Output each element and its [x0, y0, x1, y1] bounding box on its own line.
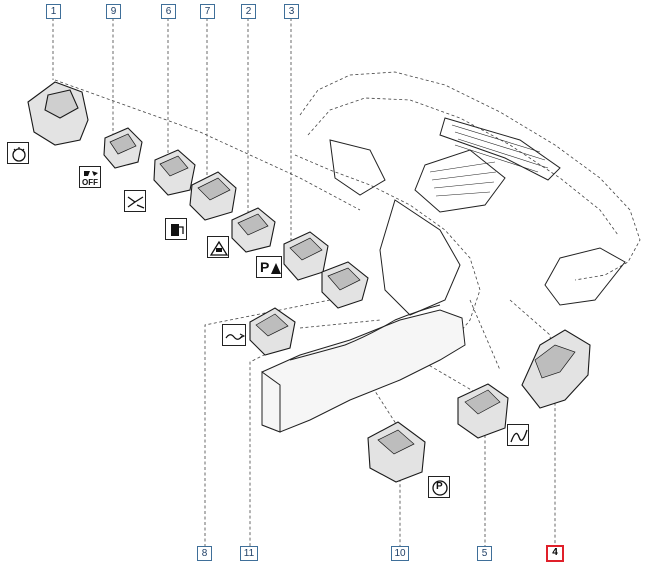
switch-7-face [197, 177, 231, 201]
park-assist-label: P [260, 259, 270, 275]
switch-9-face [109, 133, 137, 155]
center-console [261, 309, 466, 433]
center-vent-slats [429, 161, 497, 197]
callout-8[interactable]: 8 [197, 546, 212, 561]
connect-11 [299, 319, 381, 329]
switch-3-face [289, 237, 323, 261]
callout-9[interactable]: 9 [106, 4, 121, 19]
vent-slats [451, 124, 549, 173]
vent-grille-top [439, 117, 561, 181]
switch-11-face [255, 313, 289, 337]
dashboard-outline [299, 71, 641, 281]
fuel-flap-icon [165, 218, 187, 240]
dash-slope [54, 79, 361, 211]
callout-5[interactable]: 5 [477, 546, 492, 561]
suspension-icon [124, 190, 146, 212]
leader-8-path [204, 299, 331, 546]
callout-6[interactable]: 6 [161, 4, 176, 19]
callout-10[interactable]: 10 [391, 546, 409, 561]
light-switch-knob [44, 89, 79, 119]
console-front [261, 371, 281, 433]
right-dash-end [544, 247, 626, 306]
hill-descent-icon [207, 236, 229, 258]
left-vent [329, 139, 386, 196]
center-vent [414, 149, 506, 213]
dashboard-inner-outline [307, 97, 619, 236]
steering-column [379, 199, 461, 316]
switch-5-face [464, 389, 501, 415]
headlight-switch-icon [7, 142, 29, 164]
leader-11-path [249, 351, 271, 546]
stop-start-icon [222, 324, 246, 346]
callout-2[interactable]: 2 [241, 4, 256, 19]
callout-3[interactable]: 3 [284, 4, 299, 19]
switch-6-face [159, 155, 189, 177]
callout-4[interactable]: 4 [546, 545, 564, 562]
console-wiring [289, 304, 441, 361]
callout-1[interactable]: 1 [46, 4, 61, 19]
parking-brake-icon: P [428, 476, 450, 498]
connect-5 [469, 299, 501, 371]
leader-4-path [509, 299, 556, 546]
switch-8-face [327, 267, 361, 291]
parking-brake-label: P [436, 481, 443, 492]
park-assist-icon: P [256, 256, 282, 278]
drive-mode-icon [507, 424, 529, 446]
callout-11[interactable]: 11 [240, 546, 258, 561]
leader-5-path [419, 359, 486, 546]
gear-selector-face [534, 344, 576, 379]
esp-off-icon: OFF [79, 166, 101, 188]
esp-off-label: OFF [82, 178, 98, 187]
callout-7[interactable]: 7 [200, 4, 215, 19]
switch-10-face [377, 429, 415, 455]
switch-2-face [237, 213, 269, 236]
